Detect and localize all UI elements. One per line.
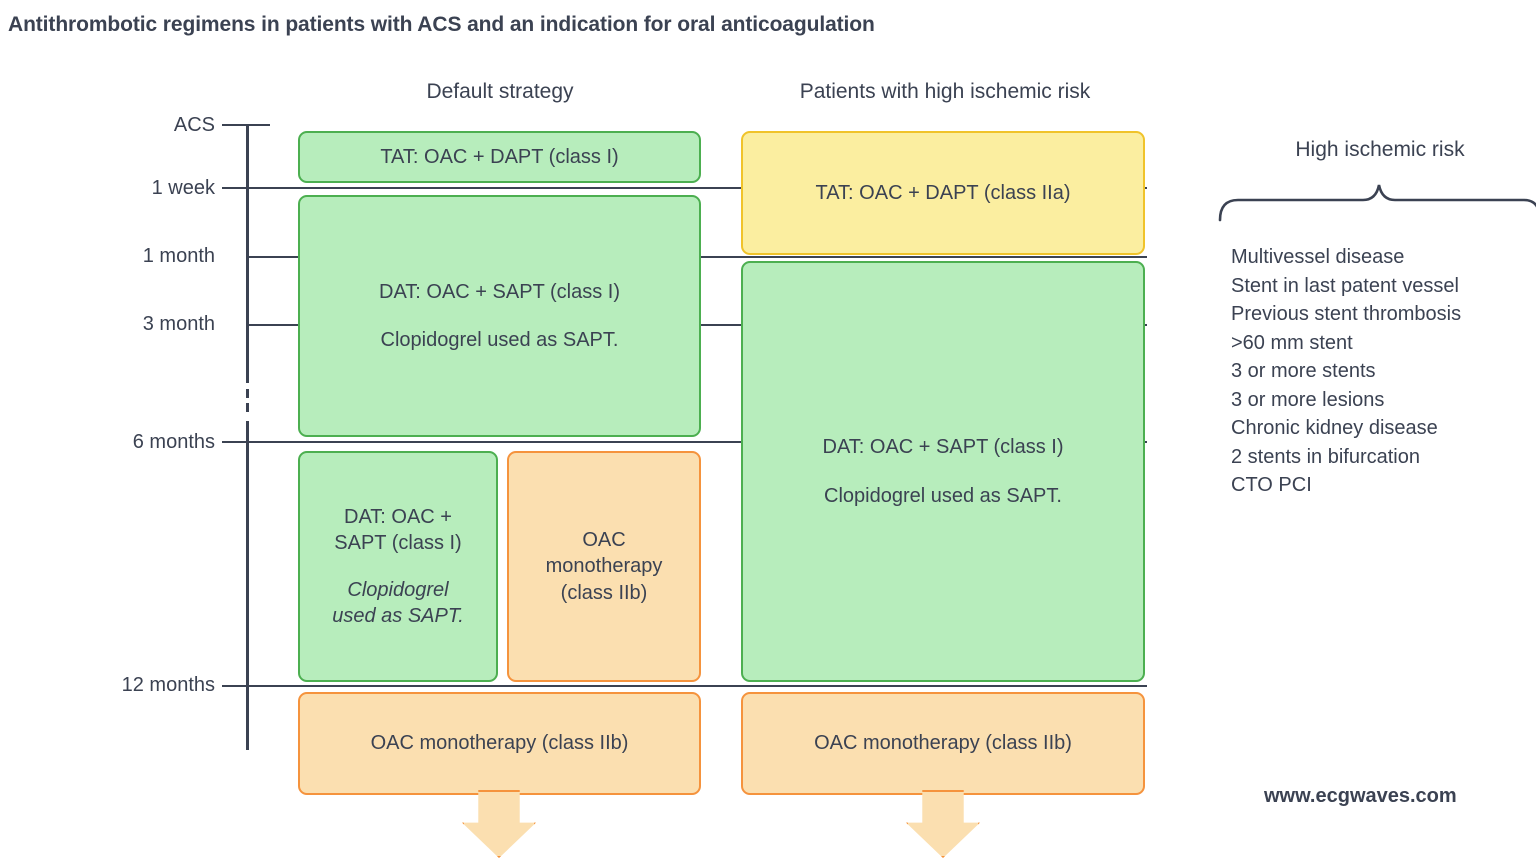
- box-default-dat-main-line1: DAT: OAC + SAPT (class I): [379, 280, 620, 303]
- box-default-oac-monotherapy[interactable]: OAC monotherapy (class IIb): [507, 451, 701, 682]
- tick-rule-1-week: [222, 187, 1147, 189]
- list-item: 3 or more stents: [1231, 360, 1376, 382]
- box-default-oac-mono-line3: (class IIb): [560, 581, 648, 604]
- tick-label-1-week: 1 week: [151, 177, 215, 199]
- watermark-url: www.ecgwaves.com: [1264, 785, 1457, 807]
- page-title: Antithrombotic regimens in patients with…: [8, 13, 875, 36]
- column-header-high-ischemic-risk: Patients with high ischemic risk: [799, 80, 1091, 103]
- list-item: Chronic kidney disease: [1231, 417, 1438, 439]
- arrow-down-highrisk-icon: [906, 790, 980, 858]
- box-default-oac-mono-line2: monotherapy: [545, 555, 663, 578]
- box-highrisk-dat-line2: Clopidogrel used as SAPT.: [824, 484, 1062, 507]
- box-highrisk-dat[interactable]: DAT: OAC + SAPT (class I) Clopidogrel us…: [741, 261, 1145, 682]
- box-highrisk-oac-final-label: OAC monotherapy (class IIb): [814, 732, 1072, 755]
- box-default-dat-late-note1: Clopidogrel: [347, 578, 449, 601]
- timeline-axis-lower: [246, 421, 249, 750]
- curly-brace-icon: [1218, 184, 1536, 222]
- tick-label-3-month: 3 month: [142, 313, 215, 335]
- tick-rule-6-months: [222, 441, 1147, 443]
- box-highrisk-tat-label: TAT: OAC + DAPT (class IIa): [815, 181, 1071, 204]
- tick-label-1-month: 1 month: [142, 245, 215, 267]
- box-highrisk-oac-monotherapy-final[interactable]: OAC monotherapy (class IIb): [741, 692, 1145, 795]
- box-highrisk-dat-line1: DAT: OAC + SAPT (class I): [822, 436, 1064, 459]
- box-default-dat-main-line2: Clopidogrel used as SAPT.: [380, 329, 619, 351]
- box-default-oac-mono-line1: OAC: [582, 528, 626, 551]
- box-default-dat-late-line1: DAT: OAC +: [344, 505, 452, 528]
- timeline-axis-dash-2: [246, 403, 249, 412]
- list-item: 2 stents in bifurcation: [1231, 445, 1420, 468]
- box-default-oac-final-label: OAC monotherapy (class IIb): [370, 732, 629, 755]
- tick-label-acs: ACS: [173, 114, 215, 136]
- list-item: 3 or more lesions: [1231, 388, 1385, 411]
- column-header-default-strategy: Default strategy: [426, 80, 574, 103]
- tick-rule-acs: [222, 124, 270, 126]
- box-default-dat-late-note2: used as SAPT.: [332, 604, 464, 627]
- tick-label-12-months: 12 months: [121, 674, 215, 696]
- list-item: >60 mm stent: [1231, 331, 1353, 354]
- box-default-tat[interactable]: TAT: OAC + DAPT (class I): [298, 131, 701, 183]
- risk-panel-title: High ischemic risk: [1295, 138, 1465, 161]
- timeline-axis-dash-1: [246, 389, 249, 398]
- list-item: Multivessel disease: [1231, 246, 1405, 268]
- tick-label-6-months: 6 months: [132, 431, 215, 453]
- list-item: Stent in last patent vessel: [1231, 274, 1459, 297]
- list-item: CTO PCI: [1231, 474, 1312, 496]
- box-highrisk-tat[interactable]: TAT: OAC + DAPT (class IIa): [741, 131, 1145, 255]
- timeline-axis-upper: [246, 125, 249, 383]
- tick-rule-12-months: [222, 685, 1147, 687]
- list-item: Previous stent thrombosis: [1231, 303, 1462, 325]
- box-default-dat-main[interactable]: DAT: OAC + SAPT (class I) Clopidogrel us…: [298, 195, 701, 437]
- box-default-dat-late[interactable]: DAT: OAC + SAPT (class I) Clopidogrel us…: [298, 451, 498, 682]
- box-default-tat-label: TAT: OAC + DAPT (class I): [380, 145, 619, 168]
- box-default-oac-monotherapy-final[interactable]: OAC monotherapy (class IIb): [298, 692, 701, 795]
- box-default-dat-late-line2: SAPT (class I): [334, 532, 462, 555]
- arrow-down-default-icon: [462, 790, 536, 858]
- risk-factor-list: Multivessel disease Stent in last patent…: [1231, 243, 1461, 500]
